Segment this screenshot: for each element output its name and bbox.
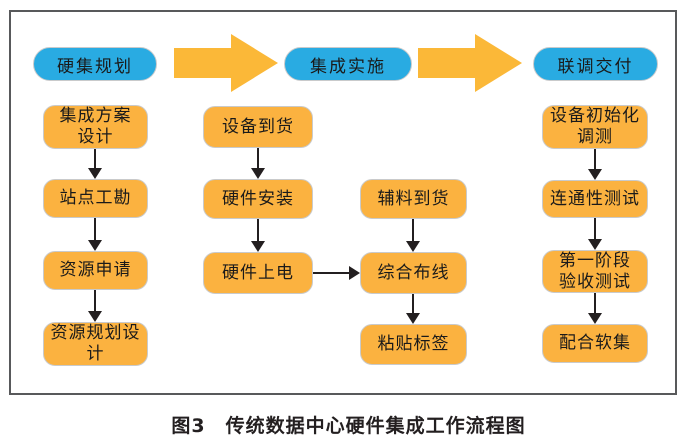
down-arrow-connector	[588, 149, 602, 180]
step-box-label-sticking: 粘贴标签	[360, 324, 467, 365]
step-box-resource-application: 资源申请	[43, 251, 148, 290]
step-label: 连通性测试	[550, 188, 640, 209]
step-box-site-survey: 站点工勘	[43, 179, 148, 218]
step-label: 粘贴标签	[377, 334, 450, 355]
down-arrow-connector	[88, 149, 102, 179]
phase-arrow-icon	[174, 34, 278, 92]
step-label: 集成方案 设计	[59, 106, 132, 147]
down-arrow-connector	[251, 148, 265, 179]
arrowhead-icon	[88, 168, 102, 179]
step-box-resource-planning-design: 资源规划设 计	[43, 322, 148, 366]
arrowhead-icon	[88, 311, 102, 322]
step-box-first-stage-acceptance-test: 第一阶段 验收测试	[542, 250, 648, 293]
connector-stem	[593, 149, 596, 171]
down-arrow-connector	[588, 293, 602, 324]
step-label: 设备到货	[222, 116, 294, 137]
step-label: 站点工勘	[59, 188, 132, 209]
connector-stem	[593, 218, 596, 241]
connector-stem	[93, 149, 96, 170]
phase-pill-planning: 硬集规划	[33, 47, 157, 81]
phase-pill-implementation: 集成实施	[284, 47, 412, 81]
phase-pill-delivery: 联调交付	[533, 47, 658, 81]
step-box-hardware-installation: 硬件安装	[203, 179, 313, 219]
step-box-integration-scheme-design: 集成方案 设计	[43, 105, 148, 149]
step-label: 硬件上电	[222, 262, 294, 283]
arrowhead-icon	[588, 313, 602, 324]
down-arrow-connector	[588, 218, 602, 250]
connector-stem	[411, 219, 414, 243]
step-label: 配合软集	[559, 333, 631, 354]
step-box-integrated-cabling: 综合布线	[360, 252, 467, 294]
connector-stem	[593, 293, 596, 315]
phase-label: 联调交付	[557, 56, 634, 77]
step-box-equipment-arrival: 设备到货	[203, 106, 313, 148]
step-box-hardware-power-on: 硬件上电	[203, 252, 313, 294]
connector-stem	[313, 271, 351, 274]
arrowhead-icon	[349, 266, 360, 280]
down-arrow-connector	[88, 290, 102, 322]
figure-caption: 图3 传统数据中心硬件集成工作流程图	[171, 415, 526, 437]
arrowhead-icon	[588, 169, 602, 180]
step-box-connectivity-test: 连通性测试	[542, 180, 648, 218]
down-arrow-connector	[406, 219, 420, 252]
connector-stem	[411, 294, 414, 315]
step-label: 资源申请	[59, 260, 132, 281]
down-arrow-connector	[406, 294, 420, 324]
phase-arrow-icon	[418, 34, 522, 92]
connector-stem	[256, 219, 259, 243]
step-label: 辅料到货	[377, 188, 450, 209]
step-box-equipment-initialization: 设备初始化 调测	[542, 105, 648, 149]
arrowhead-icon	[88, 240, 102, 251]
step-box-auxiliary-materials-arrival: 辅料到货	[360, 179, 467, 219]
step-label: 第一阶段 验收测试	[559, 250, 631, 292]
arrowhead-icon	[588, 239, 602, 250]
step-label: 设备初始化 调测	[550, 106, 640, 147]
connector-stem	[93, 290, 96, 313]
arrowhead-icon	[406, 241, 420, 252]
arrowhead-icon	[251, 241, 265, 252]
step-label: 资源规划设 计	[50, 323, 141, 364]
phase-label: 集成实施	[310, 56, 386, 77]
down-arrow-connector	[251, 219, 265, 252]
arrowhead-icon	[251, 168, 265, 179]
connector-stem	[256, 148, 259, 170]
connector-stem	[93, 218, 96, 242]
down-arrow-connector	[88, 218, 102, 251]
step-label: 硬件安装	[222, 188, 294, 209]
step-label: 综合布线	[377, 262, 450, 283]
phase-label: 硬集规划	[57, 56, 133, 77]
right-arrow-connector	[313, 266, 360, 280]
step-box-cooperate-software-integration: 配合软集	[542, 324, 648, 363]
arrowhead-icon	[406, 313, 420, 324]
